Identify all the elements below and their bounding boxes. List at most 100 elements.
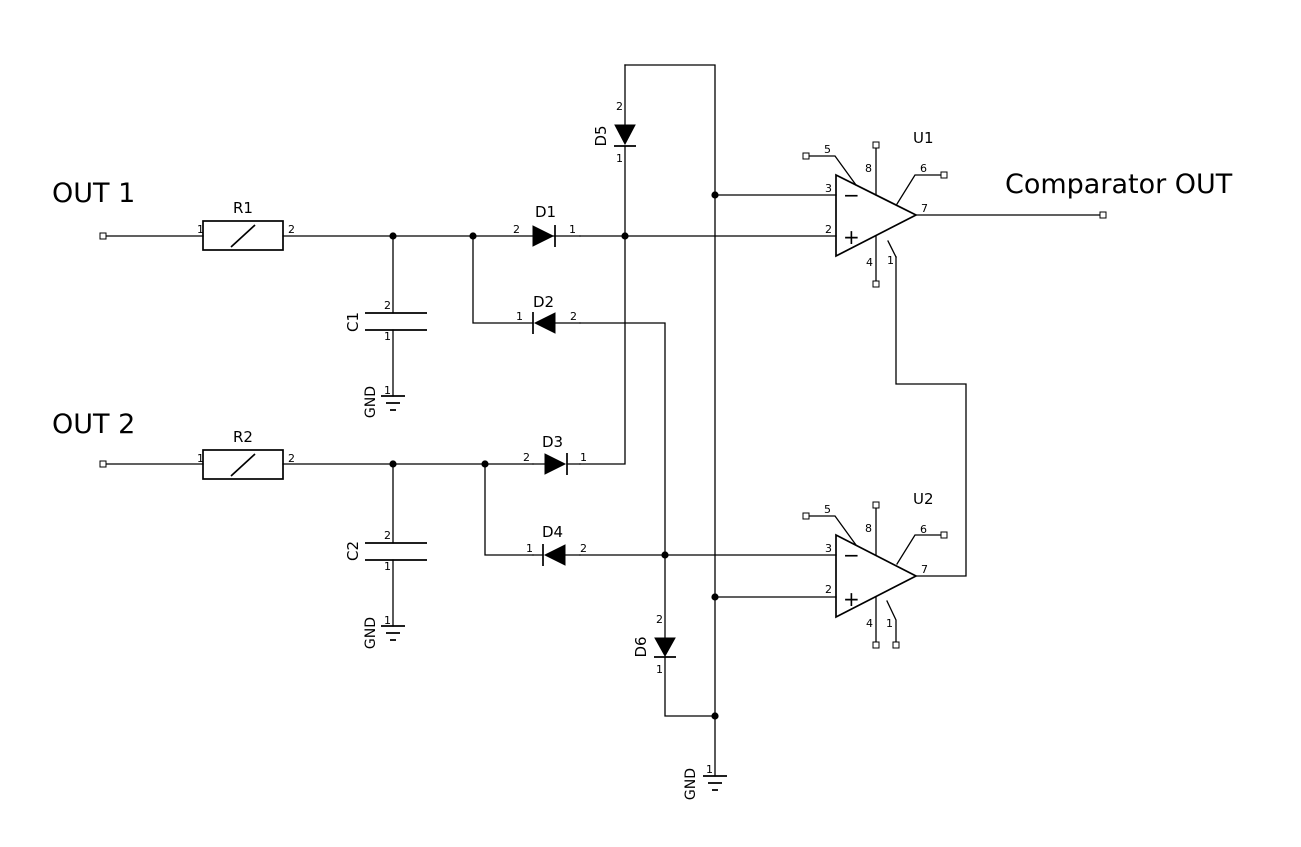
- junction: [661, 551, 669, 559]
- pin-label: 1: [384, 330, 391, 343]
- pin-label: 1: [516, 310, 523, 323]
- pin-terminal: [872, 641, 880, 649]
- minus-symbol: −: [843, 183, 860, 207]
- junction: [711, 593, 719, 601]
- resistor-r2: R2 1 2: [197, 428, 295, 480]
- gnd-label: GND: [683, 768, 699, 800]
- pin-label: 1: [886, 617, 893, 630]
- pin-label: 1: [384, 614, 391, 627]
- ref-d1: D1: [535, 203, 556, 221]
- pin-label: 1: [656, 663, 663, 676]
- opamp-u1: − + U1 5 8 6 3 2 7 4 1: [802, 129, 948, 288]
- ref-d4: D4: [542, 523, 563, 541]
- pin-label: 1: [616, 152, 623, 165]
- pin-terminal: [802, 152, 810, 160]
- pin-label: 8: [865, 522, 872, 535]
- label-out-2: OUT 2: [52, 409, 135, 440]
- pin-label: 2: [616, 100, 623, 113]
- gnd-label: GND: [363, 386, 379, 418]
- pin-terminal: [940, 171, 948, 179]
- pin-label: 1: [569, 223, 576, 236]
- minus-symbol: −: [843, 543, 860, 567]
- wires: [102, 64, 1104, 777]
- gnd-label: GND: [363, 617, 379, 649]
- pin-label: 8: [865, 162, 872, 175]
- terminal-out-1: [99, 232, 107, 240]
- ref-u2: U2: [913, 490, 934, 508]
- ground-c2: GND 1: [363, 614, 405, 649]
- pin-label: 6: [920, 162, 927, 175]
- ground-main: GND 1: [683, 763, 727, 800]
- pin-label: 2: [288, 452, 295, 465]
- pin-terminal: [892, 641, 900, 649]
- pin-label: 1: [197, 452, 204, 465]
- ref-u1: U1: [913, 129, 934, 147]
- label-out-1: OUT 1: [52, 178, 135, 209]
- pin-label: 2: [513, 223, 520, 236]
- ref-r2: R2: [233, 428, 253, 446]
- resistor-r1: R1 1 2: [197, 199, 295, 251]
- junction: [469, 232, 477, 240]
- junction: [711, 191, 719, 199]
- junction: [621, 232, 629, 240]
- ref-c1: C1: [344, 312, 362, 332]
- pin-label: 7: [921, 202, 928, 215]
- pin-label: 2: [384, 529, 391, 542]
- diode-d6: D6 2 1: [632, 613, 676, 676]
- pin-label: 2: [570, 310, 577, 323]
- terminals: [99, 211, 1107, 468]
- ref-d6: D6: [632, 636, 650, 657]
- pin-label: 1: [580, 451, 587, 464]
- pin-label: 1: [526, 542, 533, 555]
- pin-label: 3: [825, 542, 832, 555]
- plus-symbol: +: [843, 225, 860, 249]
- pin-label: 2: [580, 542, 587, 555]
- ground-c1: GND 1: [363, 384, 405, 418]
- ref-d2: D2: [533, 293, 554, 311]
- diode-d5: D5 2 1: [592, 100, 636, 165]
- pin-label: 2: [523, 451, 530, 464]
- pin-label: 4: [866, 617, 873, 630]
- capacitor-c2: C2 2 1: [344, 529, 427, 573]
- ref-r1: R1: [233, 199, 253, 217]
- pin-label: 3: [825, 182, 832, 195]
- terminal-out-2: [99, 460, 107, 468]
- ref-d5: D5: [592, 125, 610, 146]
- pin-label: 6: [920, 523, 927, 536]
- pin-label: 1: [887, 254, 894, 267]
- junction: [711, 712, 719, 720]
- pin-label: 1: [384, 384, 391, 397]
- ref-d3: D3: [542, 433, 563, 451]
- pin-label: 1: [706, 763, 713, 776]
- pin-terminal: [872, 280, 880, 288]
- opamp-u2: − + U2 5 8 6 3 2 7 4 1: [802, 490, 948, 649]
- pin-label: 2: [384, 299, 391, 312]
- junctions: [389, 191, 719, 720]
- pin-label: 1: [197, 223, 204, 236]
- pin-terminal: [872, 141, 880, 149]
- pin-terminal: [872, 501, 880, 509]
- pin-label: 5: [824, 143, 831, 156]
- diode-d1: D1 2 1: [513, 203, 581, 247]
- label-comparator-out: Comparator OUT: [1005, 169, 1233, 200]
- pin-label: 2: [288, 223, 295, 236]
- pin-label: 4: [866, 256, 873, 269]
- pin-label: 2: [825, 583, 832, 596]
- pin-label: 1: [384, 560, 391, 573]
- pin-label: 7: [921, 563, 928, 576]
- pin-label: 2: [825, 223, 832, 236]
- pin-terminal: [940, 531, 948, 539]
- terminal-comparator-out: [1099, 211, 1107, 219]
- pin-terminal: [802, 512, 810, 520]
- pin-label: 5: [824, 503, 831, 516]
- diode-d3: D3 2 1: [523, 433, 587, 475]
- junction: [389, 232, 397, 240]
- ref-c2: C2: [344, 541, 362, 561]
- pin-label: 2: [656, 613, 663, 626]
- junction: [389, 460, 397, 468]
- diode-d4: D4 1 2: [526, 523, 587, 566]
- capacitor-c1: C1 2 1: [344, 299, 427, 343]
- junction: [481, 460, 489, 468]
- diode-d2: D2 1 2: [516, 293, 581, 334]
